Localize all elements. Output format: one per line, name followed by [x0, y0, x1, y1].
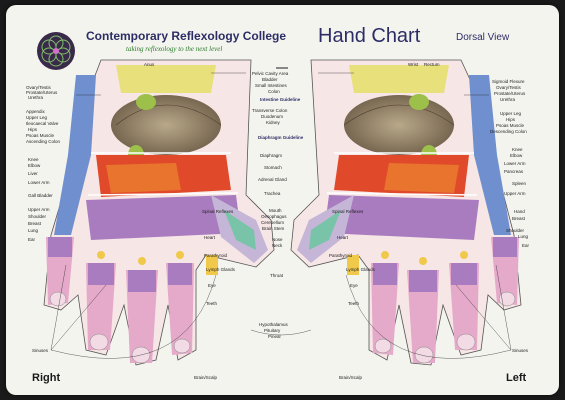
- left-side-label: Knee: [28, 157, 39, 162]
- college-tagline: taking reflexology to the next level: [126, 45, 223, 53]
- center-label: Cerebellum: [261, 220, 285, 225]
- college-name: Contemporary Reflexology College: [86, 29, 287, 43]
- center-label: Brain Stem: [262, 226, 285, 231]
- left-side-label: Elbow: [28, 163, 41, 168]
- right-side-label: Knee: [512, 147, 523, 152]
- center-label: Diaphragm: [260, 153, 283, 158]
- college-logo: [37, 32, 75, 70]
- inner-label: Teeth: [348, 301, 360, 306]
- left-side-label: Gall Bladder: [28, 193, 53, 198]
- center-label: Oesophagus: [261, 214, 287, 219]
- wrist-label: Wrist: [408, 62, 419, 67]
- view-label: Dorsal View: [456, 32, 510, 43]
- inner-label: Heart: [337, 235, 349, 240]
- right-side-label: Psoas Muscle: [496, 123, 525, 128]
- center-label: Nose: [272, 237, 283, 242]
- inner-label: Parathyroid: [329, 253, 353, 258]
- left-side-label: Ileocaecal Valve: [26, 121, 59, 126]
- center-label: Diaphragm Guideline: [258, 135, 304, 140]
- left-side-label: Upper Leg: [26, 115, 48, 120]
- anus-label: Anus: [144, 62, 155, 67]
- inner-label: Heart: [204, 235, 216, 240]
- right-side-label: Ear: [522, 243, 530, 248]
- chart-title: Hand Chart: [318, 25, 421, 47]
- inner-label: Eye: [208, 283, 216, 288]
- right-side-label: Hand: [514, 209, 525, 214]
- left-side-label: Ascending Colon: [26, 139, 61, 144]
- inner-label: Parathyroid: [204, 253, 228, 258]
- right-hand-label: Right: [32, 372, 61, 384]
- center-label: Pineal: [268, 334, 281, 339]
- right-side-label: Elbow: [510, 153, 523, 158]
- right-side-label: Shoulder: [506, 228, 525, 233]
- center-label: Intestine Guideline: [260, 97, 301, 102]
- center-label: Pelvic Cavity Area: [252, 71, 289, 76]
- inner-label: Spinal Reflexes: [202, 209, 234, 214]
- left-side-label: Lung: [28, 228, 39, 233]
- right-side-label: Hips: [506, 117, 516, 122]
- left-side-label: Upper Arm: [28, 207, 50, 212]
- left-side-label: Brain/Scalp: [194, 375, 218, 380]
- center-label: Colon: [268, 89, 280, 94]
- center-label: Throat: [270, 273, 284, 278]
- right-side-label: Lower Arm: [504, 161, 526, 166]
- left-side-label: Urethra: [28, 95, 44, 100]
- left-side-label: Ear: [28, 237, 36, 242]
- hand-illustration: [43, 59, 522, 366]
- center-label: Adrenal Gland: [258, 177, 287, 182]
- center-label: Pituitary: [264, 328, 281, 333]
- rectum-label: Rectum: [424, 62, 440, 67]
- right-side-label: Lung: [518, 234, 529, 239]
- right-side-label: Sinuses: [512, 348, 529, 353]
- left-hand-label: Left: [506, 372, 527, 384]
- right-hand-drawing: [43, 59, 275, 366]
- right-side-label: Spleen: [512, 181, 527, 186]
- inner-label: Lymph Glands: [346, 267, 375, 272]
- right-side-label: Urethra: [500, 97, 516, 102]
- left-side-label: Appendix: [26, 109, 45, 114]
- hand-chart-card: Contemporary Reflexology College taking …: [6, 5, 559, 395]
- center-label: Small Intestines: [255, 83, 287, 88]
- center-label: Neck: [272, 243, 283, 248]
- inner-label: Teeth: [206, 301, 218, 306]
- center-label: Duodenum: [261, 114, 284, 119]
- right-side-label: Ovary/Testis: [496, 85, 521, 90]
- center-label: Transverse Colon: [252, 108, 288, 113]
- left-side-label: Ovary/Testis: [26, 85, 51, 90]
- right-side-label: Upper Arm: [504, 191, 526, 196]
- center-label: Bladder: [262, 77, 278, 82]
- center-label: Mouth: [269, 208, 282, 213]
- center-label: Kidney: [266, 120, 280, 125]
- right-side-label: Upper Leg: [500, 111, 522, 116]
- left-side-label: Prostate/Uterus: [26, 90, 58, 95]
- left-side-label: Liver: [28, 171, 38, 176]
- right-side-label: Breast: [512, 216, 526, 221]
- left-hand-drawing: [290, 59, 522, 366]
- center-label: Trachea: [264, 191, 281, 196]
- center-label: Hypothalamus: [259, 322, 288, 327]
- inner-label: Spinal Reflexes: [332, 209, 364, 214]
- right-side-label: Brain/Scalp: [339, 375, 363, 380]
- right-side-label: Descending Colon: [490, 129, 527, 134]
- right-side-label: Prostate/Uterus: [494, 91, 526, 96]
- inner-label: Lymph Glands: [206, 267, 235, 272]
- right-side-label: Pancreas: [504, 169, 524, 174]
- right-side-label: Sigmoid Flexure: [492, 79, 525, 84]
- left-side-label: Shoulder: [28, 214, 47, 219]
- left-side-label: Hips: [28, 127, 38, 132]
- center-label: Stomach: [264, 165, 282, 170]
- left-side-label: Psoas Muscle: [26, 133, 55, 138]
- left-side-label: Lower Arm: [28, 180, 50, 185]
- left-side-label: Sinuses: [32, 348, 49, 353]
- inner-label: Eye: [350, 283, 358, 288]
- left-side-label: Breast: [28, 221, 42, 226]
